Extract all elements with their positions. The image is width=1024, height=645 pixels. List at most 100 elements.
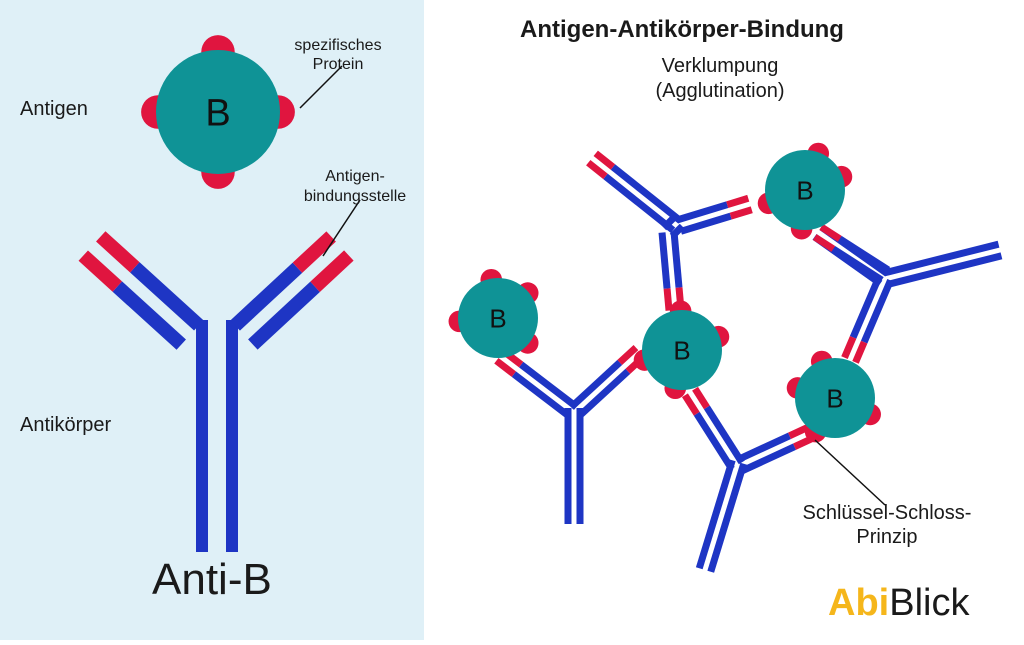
binding-tip-line (617, 345, 639, 366)
heavy-chain-line (703, 405, 745, 465)
binding-tip-line (841, 336, 857, 360)
label-antibody: Antikörper (20, 414, 112, 436)
heavy-chain-line (670, 231, 683, 288)
antigen-body (458, 278, 538, 358)
binding-tip-line (663, 288, 673, 311)
antigen-body (642, 310, 722, 390)
heavy-chain-line (576, 368, 631, 419)
heavy-chain-line (886, 252, 1003, 288)
antibody-stem (564, 408, 584, 524)
heavy-chain-line (707, 462, 748, 573)
antigen-letter: B (826, 383, 843, 413)
heavy-chain-line (519, 361, 579, 410)
antigen-single: B (141, 35, 295, 189)
antigen-letter: B (796, 175, 813, 205)
binding-tip-line (96, 231, 140, 273)
heavy-chain-line (603, 173, 676, 234)
antibody-arm-right (676, 194, 753, 235)
heavy-chain-line (511, 371, 572, 420)
heavy-chain-line (679, 212, 732, 235)
antigen-letter: B (489, 303, 506, 333)
binding-tip-line (726, 194, 750, 209)
logo-part-blick: Blick (889, 582, 970, 624)
abiblick-logo: AbiBlick (828, 584, 969, 622)
antigen-body (156, 50, 280, 174)
agglutination-network: B B B B (448, 142, 1003, 573)
binding-tip-line (812, 234, 836, 252)
heavy-chain-line (693, 411, 735, 471)
antibody-arm-left (586, 150, 683, 234)
binding-tip-line (310, 250, 354, 292)
binding-tip-line (681, 393, 700, 416)
binding-tip-line (593, 150, 616, 170)
label-lock-key-line2: Prinzip (856, 526, 918, 548)
diagram-title: Antigen-Antikörper-Bindung (520, 16, 844, 43)
antibody-a-stem-down (658, 231, 685, 311)
label-binding-line2: bindungsstelle (303, 188, 407, 205)
antigen-b-large: B (141, 35, 295, 189)
binding-tip-line (292, 231, 336, 273)
antibody-arm-right (883, 240, 1003, 288)
antigen-b-left: B (448, 268, 539, 358)
antibody-arm-left (681, 386, 745, 471)
antibody-stem (695, 459, 748, 573)
label-protein-line2: Protein (312, 56, 364, 73)
arm-left (78, 231, 204, 350)
antibody-arm-right (735, 423, 816, 475)
heavy-chain-line (112, 281, 186, 350)
heavy-chain-line (735, 432, 791, 464)
binding-site-pointer-line (322, 199, 361, 257)
heavy-chain-line (740, 443, 797, 475)
antibody-single (78, 231, 354, 552)
antigen-b-lower-right: B (786, 350, 881, 443)
binding-tip-line (78, 250, 123, 292)
protein-pointer-line (299, 65, 343, 109)
heavy-chain-line (248, 281, 320, 350)
label-lock-key-line1: Schlüssel-Schloss- (802, 502, 972, 524)
subtitle-line1: Verklumpung (661, 55, 779, 77)
label-antigen: Antigen (20, 98, 88, 120)
heavy-chain-line (130, 262, 204, 331)
label-binding-line1: Antigen- (325, 168, 385, 185)
antibody-arm-right (568, 345, 647, 419)
antigen-letter: B (205, 93, 230, 135)
antibody-c (494, 345, 647, 524)
heavy-chain-line (568, 359, 623, 410)
binding-tip-line (852, 340, 868, 364)
antigen-b-top-right: B (757, 142, 853, 240)
antibody-arm-left (494, 348, 579, 420)
heavy-chain-line (849, 274, 883, 339)
lock-key-pointer-line (814, 439, 886, 506)
antibody-b-arm-to-antigen (812, 224, 891, 283)
heavy-chain-line (695, 459, 736, 570)
heavy-chain-line (837, 235, 891, 273)
logo-part-abi: Abi (828, 582, 890, 624)
antigen-body (765, 150, 845, 230)
label-anti-b: Anti-B (152, 555, 272, 604)
stem-left-chain (196, 320, 208, 552)
heavy-chain-line (676, 201, 729, 224)
subtitle-line2: (Agglutination) (655, 80, 785, 102)
antigen-b-center: B (633, 300, 730, 400)
antibody-a (586, 150, 753, 239)
antigen-body (795, 358, 875, 438)
heavy-chain-line (658, 232, 671, 289)
heavy-chain-line (831, 245, 884, 283)
arm-right (230, 231, 354, 350)
heavy-chain-line (610, 164, 683, 224)
heavy-chain-line (883, 240, 1000, 277)
binding-tip-line (586, 159, 608, 180)
heavy-chain-line (230, 262, 303, 331)
binding-tip-line (819, 224, 842, 242)
binding-tip-line (729, 206, 753, 220)
binding-tip-line (494, 357, 516, 377)
stem-right-chain (226, 320, 238, 552)
antibody-d (681, 386, 816, 573)
antigen-letter: B (673, 335, 690, 365)
label-protein-line1: spezifisches (294, 37, 382, 54)
antibody-b-stem-down (841, 274, 894, 364)
binding-tip-line (692, 386, 710, 410)
heavy-chain-line (860, 278, 894, 344)
